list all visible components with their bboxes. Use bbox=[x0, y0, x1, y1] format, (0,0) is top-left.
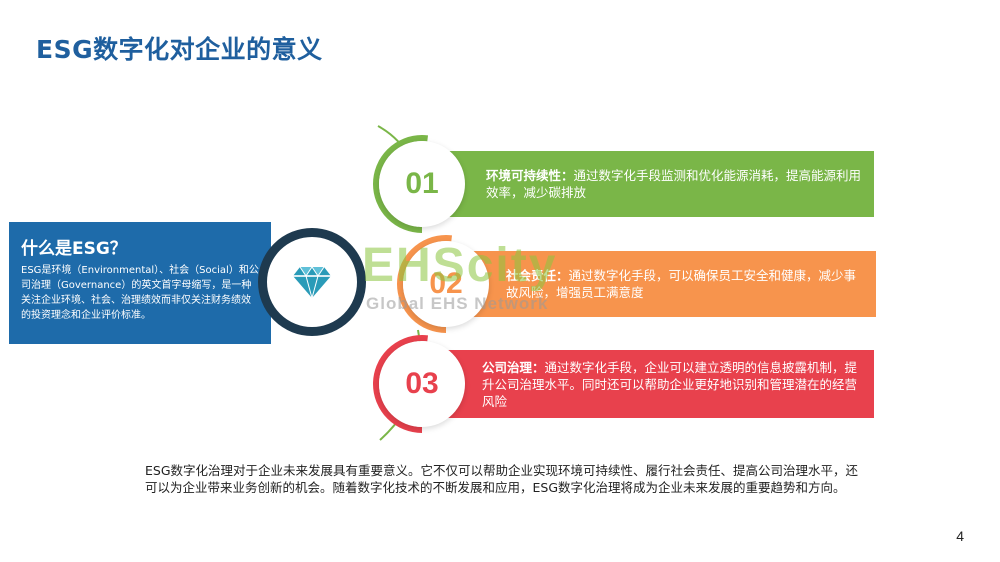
item-label: 社会责任： bbox=[506, 268, 569, 283]
item-number: 03 bbox=[405, 367, 439, 400]
item-text: 通过数字化手段，可以确保员工安全和健康，减少事故风险，增强员工满意度 bbox=[506, 268, 857, 300]
item-number: 02 bbox=[429, 267, 463, 300]
number-circle-1: 01 bbox=[379, 141, 465, 227]
item-bar-3: 公司治理：通过数字化手段，企业可以建立透明的信息披露机制，提升公司治理水平。同时… bbox=[446, 350, 874, 418]
number-circle-3: 03 bbox=[379, 341, 465, 427]
page-title: ESG数字化对企业的意义 bbox=[36, 35, 323, 64]
definition-body: ESG是环境（Environmental）、社会（Social）和公司治理（Go… bbox=[21, 265, 259, 321]
number-circle-2: 02 bbox=[403, 241, 489, 327]
item-text: 通过数字化手段监测和优化能源消耗，提高能源利用效率，减少碳排放 bbox=[486, 168, 862, 200]
definition-heading: 什么是ESG？ bbox=[21, 239, 127, 259]
item-number: 01 bbox=[405, 167, 439, 200]
diamond-icon bbox=[293, 266, 331, 299]
item-bar-2: 社会责任：通过数字化手段，可以确保员工安全和健康，减少事故风险，增强员工满意度 bbox=[448, 251, 876, 317]
item-text: 通过数字化手段，企业可以建立透明的信息披露机制，提升公司治理水平。同时还可以帮助… bbox=[482, 359, 858, 409]
definition-box: 什么是ESG？ ESG是环境（Environmental）、社会（Social）… bbox=[9, 222, 271, 344]
item-bar-1: 环境可持续性：通过数字化手段监测和优化能源消耗，提高能源利用效率，减少碳排放 bbox=[446, 151, 874, 217]
item-label: 公司治理： bbox=[482, 359, 545, 375]
page-number: 4 bbox=[956, 528, 964, 544]
center-circle bbox=[268, 238, 356, 326]
summary-paragraph: ESG数字化治理对于企业未来发展具有重要意义。它不仅可以帮助企业实现环境可持续性… bbox=[145, 463, 859, 495]
item-label: 环境可持续性： bbox=[486, 168, 574, 183]
